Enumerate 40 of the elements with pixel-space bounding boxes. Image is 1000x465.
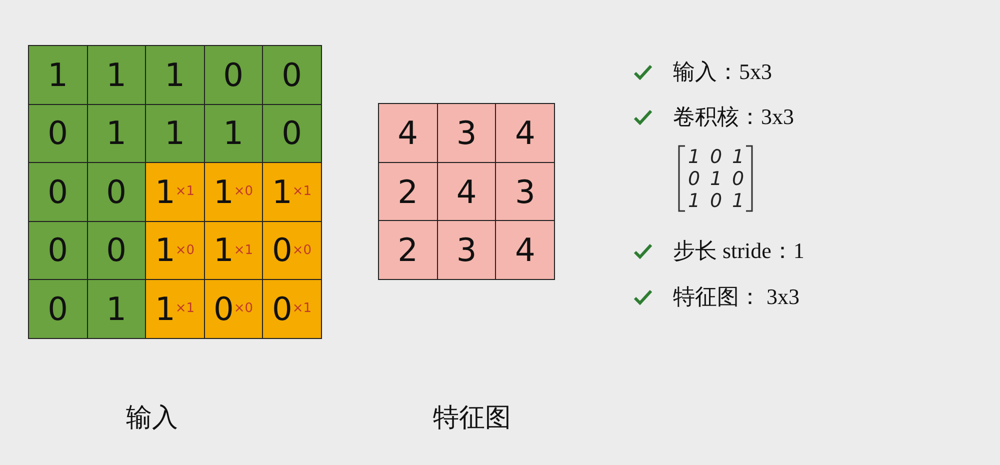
grid-cell: 1: [86, 104, 146, 163]
grid-cell: 1: [145, 104, 204, 163]
grid-cell: 0: [28, 279, 88, 338]
feature-map-cell: 3: [436, 103, 496, 163]
matrix-entry: 0: [686, 168, 702, 190]
grid-cell: 0: [28, 104, 88, 163]
caption: 特征图: [433, 402, 511, 435]
grid-cell: 0: [262, 104, 322, 163]
grid-cell: 1: [28, 45, 88, 104]
feature-map-cell: 4: [495, 220, 556, 280]
grid-cell: 0: [262, 45, 322, 104]
feature-map-cell: 2: [378, 162, 438, 222]
matrix-entry: 0: [708, 190, 724, 212]
matrix-entry: 0: [708, 146, 724, 168]
grid-cell: 0: [86, 162, 146, 222]
matrix-entry: 1: [686, 190, 702, 212]
grid-cell: 1: [145, 45, 204, 104]
grid-cell: 1: [86, 279, 146, 338]
grid-cell: 0: [86, 220, 146, 280]
caption: 输入: [126, 402, 178, 435]
checklist-item: 步长 stride：1: [673, 237, 804, 265]
feature-map-cell: 2: [378, 220, 438, 280]
checklist-item: 特征图： 3x3: [673, 283, 800, 311]
feature-map-cell: 3: [436, 220, 496, 280]
grid-cell: 0: [204, 45, 263, 104]
checklist-item: 输入：5x3: [673, 58, 772, 86]
feature-map-cell: 4: [378, 103, 438, 163]
grid-cell: 0: [28, 220, 88, 280]
grid-cell: 0: [28, 162, 88, 222]
matrix-entry: 1: [730, 190, 746, 212]
matrix-entry: 1: [708, 168, 724, 190]
feature-map-cell: 4: [436, 162, 496, 222]
grid-cell: 1: [204, 104, 263, 163]
matrix-entry: 1: [730, 146, 746, 168]
checklist-item: 卷积核：3x3: [673, 103, 794, 131]
matrix-entry: 0: [730, 168, 746, 190]
feature-map-cell: 4: [495, 103, 556, 163]
feature-map-cell: 3: [495, 162, 556, 222]
matrix-entry: 1: [686, 146, 702, 168]
grid-cell: 1: [86, 45, 146, 104]
